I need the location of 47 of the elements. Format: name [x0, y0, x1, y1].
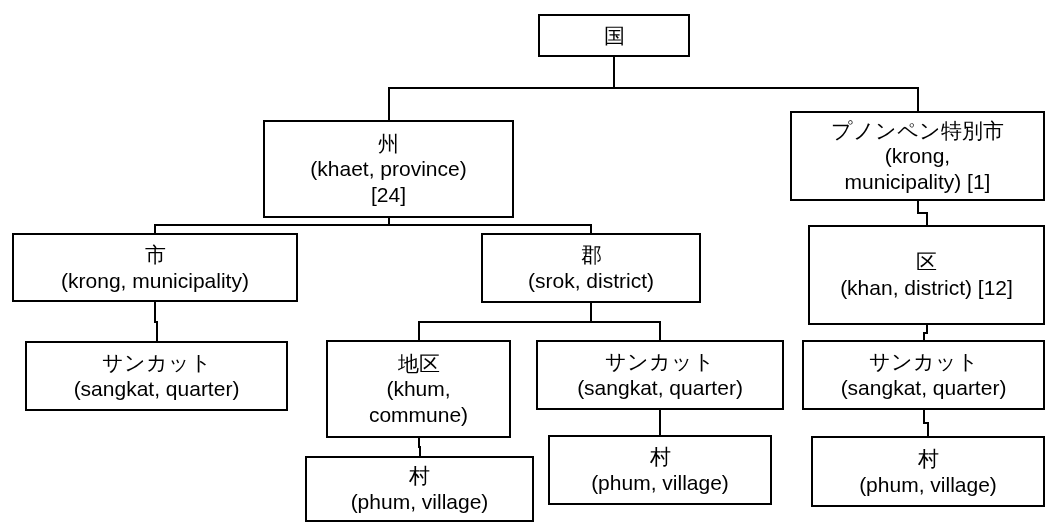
connector-line — [154, 301, 158, 342]
level-box — [12, 233, 298, 302]
level-name: サンカット — [605, 349, 715, 375]
level-name: プノンペン特別市 — [831, 117, 1004, 144]
level-box — [538, 14, 690, 57]
romanized-name: (krong, municipality) — [61, 267, 249, 294]
level-name: 州 — [378, 130, 399, 157]
level-box — [25, 341, 288, 411]
romanized-name: (phum, village) — [859, 471, 997, 498]
connector-line — [388, 217, 592, 234]
romanized-name: (sangkat, quarter) — [840, 375, 1007, 401]
level-name: 地区 — [397, 350, 440, 377]
level-name: 郡 — [580, 242, 602, 268]
romanized-name: (khum, commune) — [367, 376, 470, 428]
level-name: 村 — [409, 463, 430, 489]
level-box — [481, 233, 701, 303]
romanized-name: (krong, municipality) [1] — [843, 143, 992, 195]
connector-line — [590, 302, 661, 341]
level-box — [263, 120, 514, 218]
romanized-name: (sangkat, quarter) — [577, 375, 743, 401]
level-box — [811, 436, 1045, 507]
level-box — [548, 435, 772, 505]
level-name: 区 — [916, 249, 937, 275]
level-name: 国 — [603, 22, 625, 49]
level-box — [808, 225, 1045, 325]
romanized-name: (phum, village) — [350, 489, 489, 515]
level-box — [305, 456, 534, 522]
connector-line — [923, 324, 928, 341]
connector-line — [418, 437, 421, 457]
level-name: 市 — [144, 241, 166, 268]
level-box — [790, 111, 1045, 201]
romanized-name: (phum, village) — [591, 470, 729, 496]
romanized-name: (srok, district) — [528, 268, 654, 294]
level-name: 村 — [649, 444, 671, 470]
romanized-name: (sangkat, quarter) — [73, 376, 240, 402]
level-box — [326, 340, 511, 438]
level-name: 村 — [917, 445, 939, 472]
connector-line — [659, 409, 661, 436]
romanized-name: (khaet, province) [24] — [309, 156, 468, 208]
level-name: サンカット — [101, 350, 212, 376]
level-box — [536, 340, 784, 410]
connector-line — [917, 200, 928, 226]
level-name: サンカット — [868, 349, 979, 375]
connector-line — [613, 56, 919, 112]
level-box — [802, 340, 1045, 410]
romanized-name: (khan, district) [12] — [840, 275, 1013, 301]
connector-line — [923, 409, 929, 437]
